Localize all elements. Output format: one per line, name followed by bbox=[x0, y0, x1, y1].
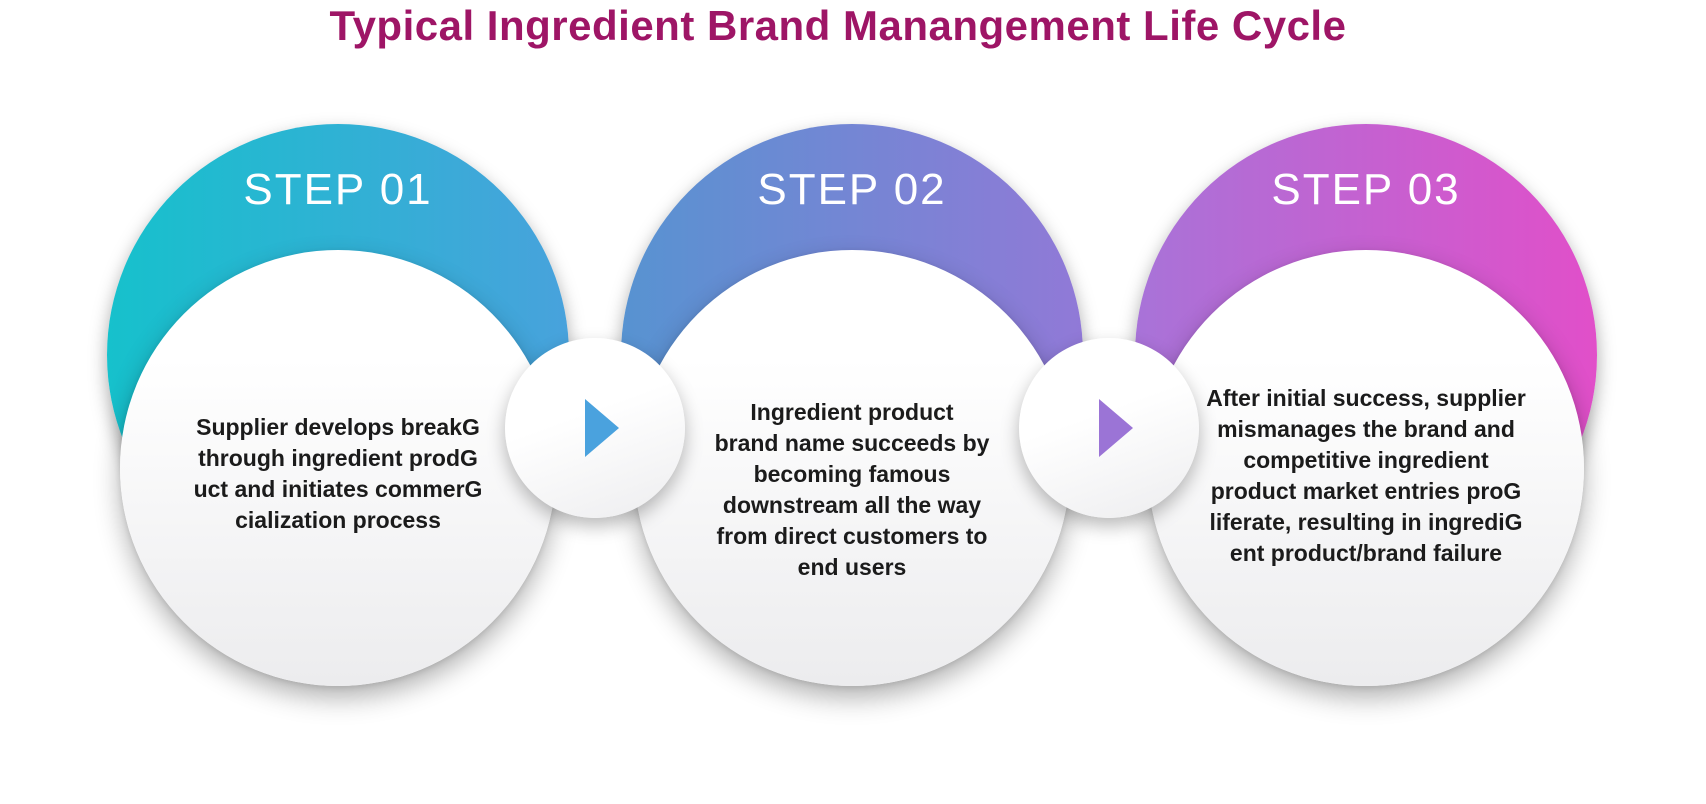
step-3-description-line: liferate, resulting in ingrediG bbox=[1209, 509, 1523, 535]
step-3-circle bbox=[1148, 250, 1584, 686]
step-1-description: Supplier develops breakG through ingredi… bbox=[128, 412, 548, 536]
step-2-description-line: brand name succeeds by bbox=[714, 430, 990, 456]
step-3-description-line: competitive ingredient bbox=[1243, 447, 1489, 473]
step-1-label: STEP 01 bbox=[243, 165, 433, 214]
step-3-label: STEP 03 bbox=[1271, 165, 1461, 214]
step-3-description-line: mismanages the brand and bbox=[1217, 416, 1515, 442]
step-2-description-line: Ingredient product bbox=[750, 399, 954, 425]
step-3-description-line: After initial success, supplier bbox=[1206, 385, 1526, 411]
step-1-description-line: uct and initiates commerG bbox=[193, 476, 483, 502]
step-2-description-line: downstream all the way bbox=[722, 492, 982, 518]
play-arrow-icon bbox=[1099, 399, 1133, 457]
step-1-group: STEP 01 Supplier develops breakG through… bbox=[107, 124, 569, 724]
step-2-description-line: becoming famous bbox=[753, 461, 951, 487]
step-1-circle bbox=[120, 250, 556, 686]
connector-1 bbox=[505, 338, 685, 518]
step-1-description-line: cialization process bbox=[235, 507, 441, 533]
step-3-description-line: ent product/brand failure bbox=[1229, 540, 1503, 566]
step-1-description-line: Supplier develops breakG bbox=[196, 414, 480, 440]
step-2-circle bbox=[634, 250, 1070, 686]
step-3-description: After initial success, supplier mismanag… bbox=[1156, 383, 1576, 569]
step-2-group: STEP 02 Ingredient product brand name su… bbox=[621, 124, 1083, 724]
step-2-label: STEP 02 bbox=[757, 165, 947, 214]
connector-2 bbox=[1019, 338, 1199, 518]
step-2-description: Ingredient product brand name succeeds b… bbox=[642, 397, 1062, 583]
page-title: Typical Ingredient Brand Manangement Lif… bbox=[329, 2, 1347, 49]
step-2-description-line: end users bbox=[797, 554, 907, 580]
play-arrow-icon bbox=[585, 399, 619, 457]
step-1-description-line: through ingredient prodG bbox=[198, 445, 478, 471]
step-3-group: STEP 03 After initial success, supplier … bbox=[1135, 124, 1597, 724]
step-3-description-line: product market entries proG bbox=[1210, 478, 1522, 504]
step-2-description-line: from direct customers to bbox=[716, 523, 988, 549]
